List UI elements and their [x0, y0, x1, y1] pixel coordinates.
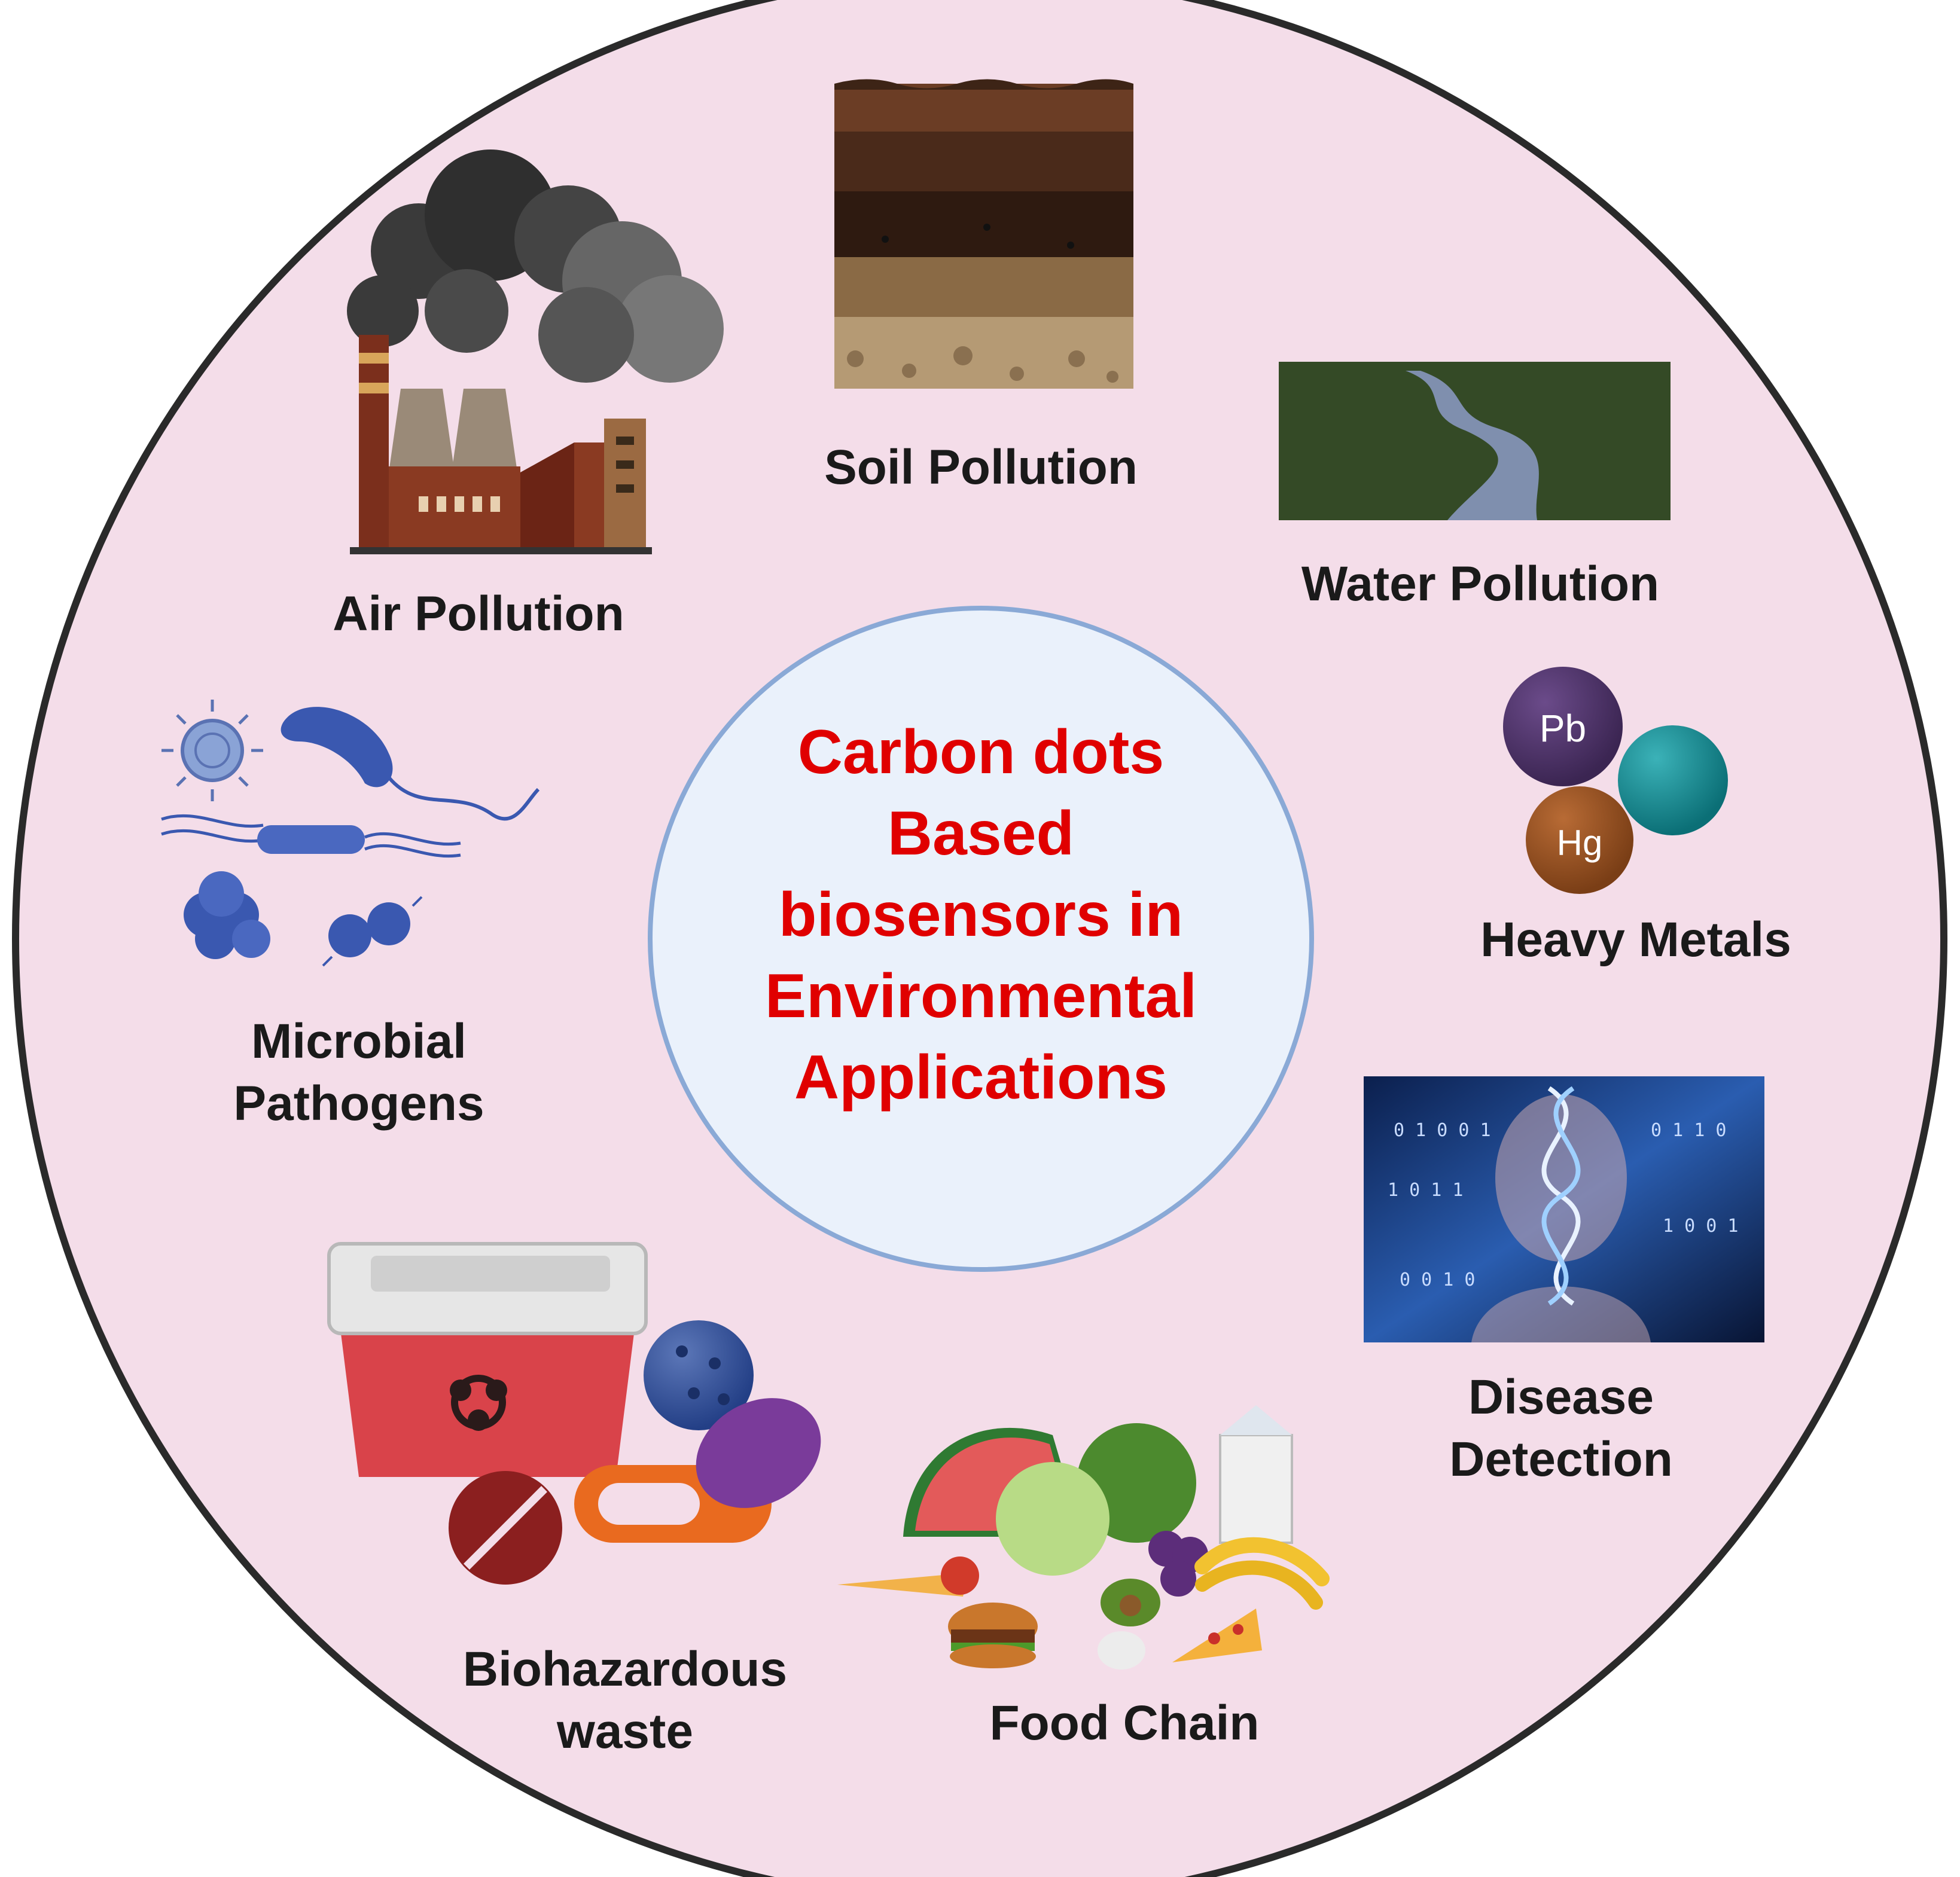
label-pathogens-line: Pathogens	[233, 1076, 484, 1131]
heavy-metal-spheres-icon	[1503, 667, 1728, 894]
label-disease-line: Disease	[1468, 1370, 1654, 1424]
center-title-line: Carbon dots	[797, 718, 1165, 787]
label-water-pollution: Water Pollution	[1301, 557, 1660, 611]
center-title-line: Environmental	[764, 962, 1197, 1031]
svg-text:1 0 1 1: 1 0 1 1	[1388, 1180, 1463, 1201]
label-disease-detection: Disease Detection	[1382, 1366, 1740, 1491]
food-assortment-icon	[837, 1405, 1330, 1670]
svg-text:0 1 1 0: 0 1 1 0	[1651, 1120, 1726, 1141]
microbes-icon	[161, 700, 540, 967]
svg-text:0 0 1 0: 0 0 1 0	[1400, 1269, 1475, 1290]
center-title: Carbon dots Based biosensors in Environm…	[652, 712, 1310, 1118]
center-title-line: Applications	[794, 1043, 1168, 1112]
svg-text:1 0 0 1: 1 0 0 1	[1663, 1216, 1738, 1237]
hg-symbol: Hg	[1557, 823, 1603, 863]
river-landscape-icon	[1279, 362, 1671, 520]
label-microbial-line: Microbial	[251, 1014, 467, 1069]
soil-layers-icon	[834, 79, 1133, 389]
dna-human-icon: 0 1 0 0 1 1 0 1 1 0 1 1 0 1 0 0 1 0 0 1 …	[1364, 1076, 1764, 1342]
label-biohazardous-waste: Biohazardous waste	[440, 1638, 810, 1763]
label-soil-pollution: Soil Pollution	[824, 440, 1138, 495]
label-waste-line: waste	[557, 1704, 693, 1759]
label-food-chain: Food Chain	[989, 1696, 1260, 1750]
label-biohazardous-line: Biohazardous	[462, 1642, 788, 1696]
label-microbial-pathogens: Microbial Pathogens	[179, 1011, 538, 1135]
center-title-line: biosensors in	[778, 880, 1184, 950]
label-detection-line: Detection	[1449, 1432, 1673, 1487]
center-title-line: Based	[887, 799, 1075, 868]
biohazard-container-icon	[327, 1242, 821, 1585]
center-circle	[648, 606, 1314, 1272]
label-heavy-metals: Heavy Metals	[1480, 912, 1791, 967]
label-air-pollution: Air Pollution	[333, 587, 624, 641]
factory-smoke-icon	[347, 149, 724, 554]
pb-symbol: Pb	[1540, 707, 1586, 750]
svg-text:0 1 0 0 1: 0 1 0 0 1	[1394, 1120, 1491, 1141]
